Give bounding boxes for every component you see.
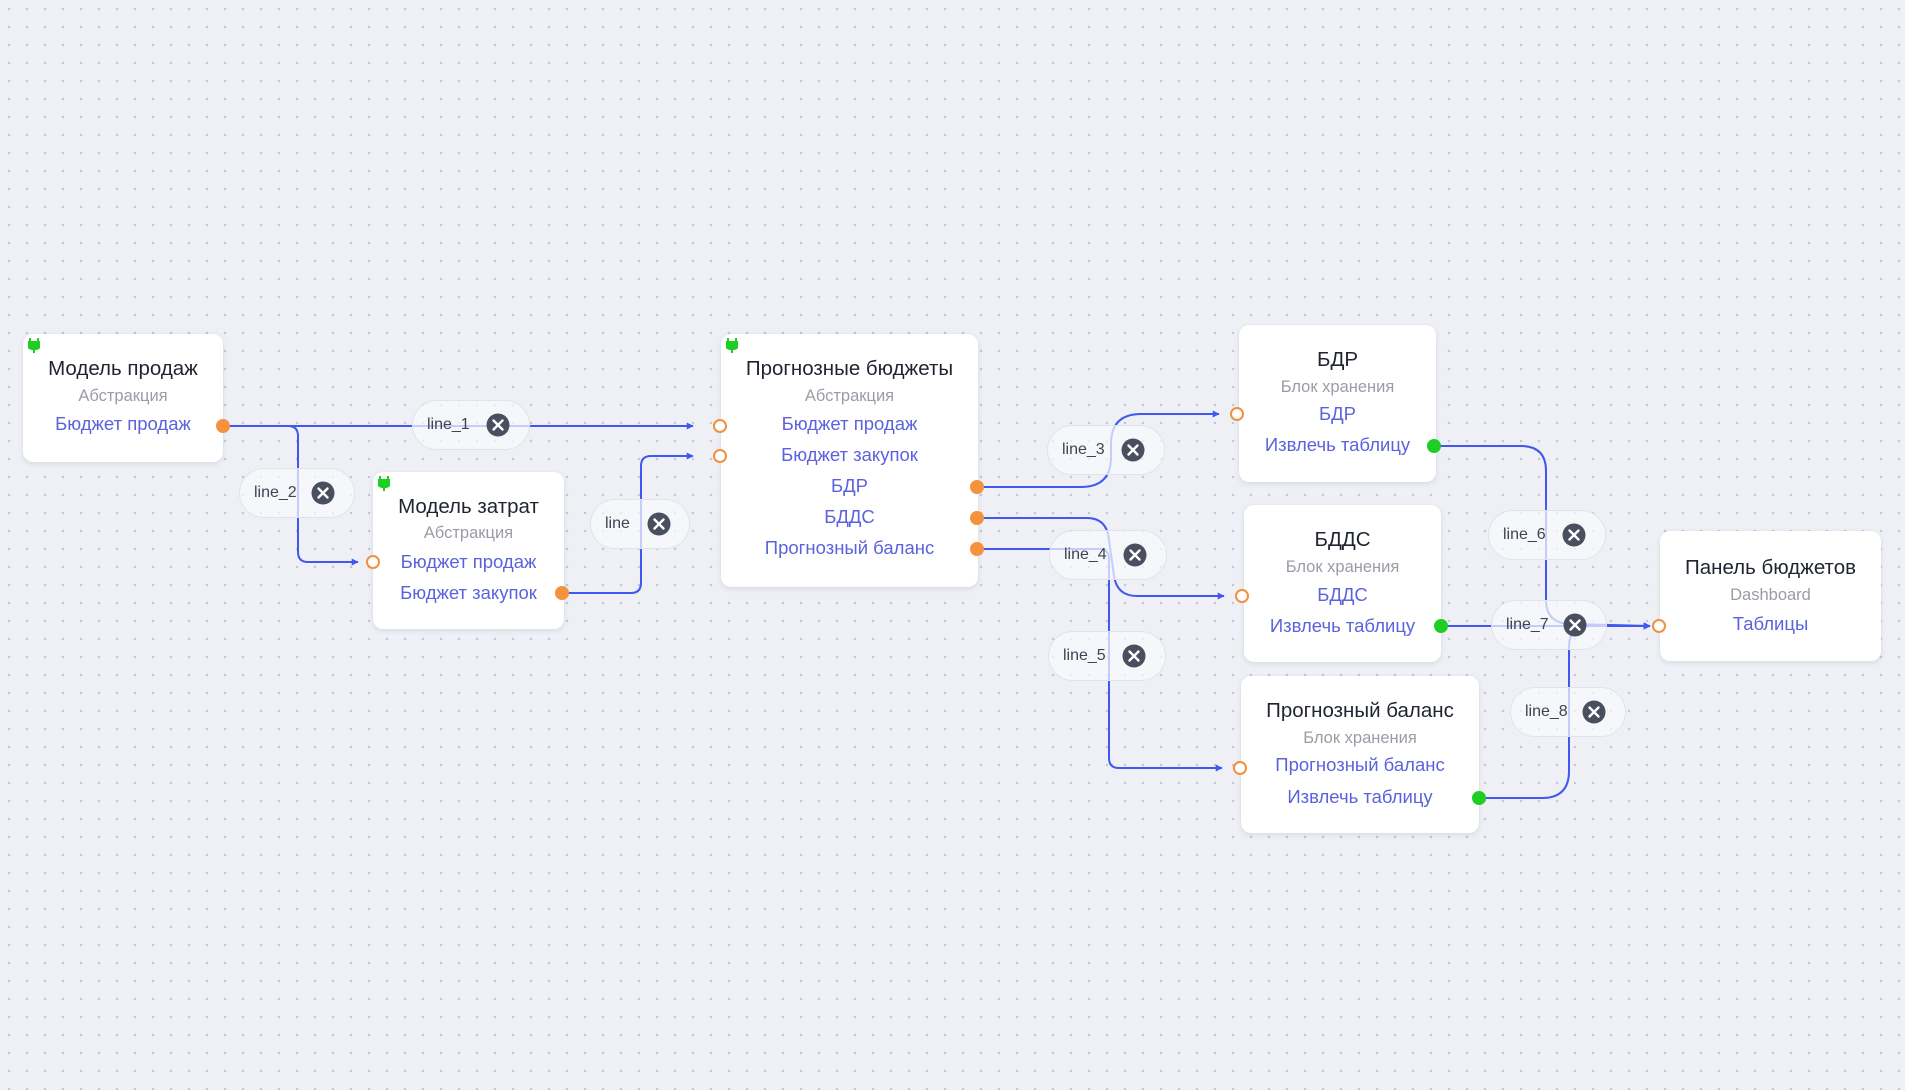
port-label-purchase-budget[interactable]: Бюджет закупок	[781, 444, 918, 465]
close-circle-icon[interactable]	[486, 413, 510, 437]
node-title: Прогнозный баланс	[1266, 699, 1454, 722]
edge-label-text: line_5	[1063, 647, 1106, 664]
input-port-sales-budget[interactable]	[713, 419, 727, 433]
output-port-extract-table[interactable]	[1434, 619, 1448, 633]
edge-label-line_2[interactable]: line_2	[239, 468, 355, 518]
input-port-tables[interactable]	[1652, 619, 1666, 633]
output-port-bdr[interactable]	[970, 480, 984, 494]
port-label-sales-budget[interactable]: Бюджет продаж	[55, 413, 191, 434]
port-label-bdds[interactable]: БДДС	[1317, 584, 1368, 605]
edge-label-text: line_6	[1503, 526, 1546, 543]
port-label-extract-table[interactable]: Извлечь таблицу	[1264, 434, 1411, 455]
close-circle-icon[interactable]	[1122, 644, 1146, 668]
edge-label-line_3[interactable]: line_3	[1047, 425, 1165, 475]
node-bdr[interactable]: БДР Блок хранения БДР Извлечь таблицу	[1239, 325, 1436, 482]
close-circle-icon[interactable]	[1582, 700, 1606, 724]
port-label-extract-table[interactable]: Извлечь таблицу	[1287, 786, 1433, 807]
input-port-forecast-balance[interactable]	[1233, 761, 1247, 775]
port-label-purchase-budget[interactable]: Бюджет закупок	[400, 582, 537, 603]
node-forecast-budgets[interactable]: Прогнозные бюджеты Абстракция Бюджет про…	[721, 334, 978, 587]
edge-label-text: line_7	[1506, 616, 1549, 633]
edge-label-text: line_3	[1062, 441, 1105, 458]
node-subtitle: Блок хранения	[1280, 378, 1395, 396]
close-circle-icon[interactable]	[1123, 543, 1147, 567]
output-port-purchase-budget[interactable]	[555, 586, 569, 600]
node-title: Панель бюджетов	[1684, 556, 1857, 579]
output-port-extract-table[interactable]	[1472, 791, 1486, 805]
port-label-forecast-balance[interactable]: Прогнозный баланс	[1275, 754, 1445, 775]
node-title: Прогнозные бюджеты	[745, 357, 954, 380]
node-subtitle: Абстракция	[423, 524, 514, 542]
node-subtitle: Dashboard	[1730, 586, 1811, 604]
plug-icon	[28, 338, 40, 353]
input-port-sales-budget[interactable]	[366, 555, 380, 569]
edge-label-line_1[interactable]: line_1	[412, 400, 530, 450]
edge-label-text: line_4	[1064, 546, 1107, 563]
node-subtitle: Абстракция	[78, 387, 168, 405]
node-title: Модель затрат	[398, 495, 539, 518]
port-label-extract-table[interactable]: Извлечь таблицу	[1269, 615, 1416, 636]
input-port-bdds[interactable]	[1235, 589, 1249, 603]
node-title: Модель продаж	[48, 357, 198, 380]
output-port-bdds[interactable]	[970, 511, 984, 525]
node-subtitle: Блок хранения	[1285, 558, 1400, 576]
node-sales-model[interactable]: Модель продаж Абстракция Бюджет продаж	[23, 334, 223, 462]
plug-icon	[378, 476, 390, 491]
close-circle-icon[interactable]	[1562, 523, 1586, 547]
output-port-sales-budget[interactable]	[216, 419, 230, 433]
close-circle-icon[interactable]	[311, 481, 335, 505]
port-label-tables[interactable]: Таблицы	[1732, 613, 1809, 634]
close-circle-icon[interactable]	[1121, 438, 1145, 462]
node-title: БДР	[1316, 348, 1358, 371]
edge-label-line_8[interactable]: line_8	[1510, 687, 1626, 737]
input-port-bdr[interactable]	[1230, 407, 1244, 421]
output-port-extract-table[interactable]	[1427, 439, 1441, 453]
edge-label-text: line_1	[427, 416, 470, 433]
edge-label-text: line	[605, 515, 630, 532]
node-budget-panel[interactable]: Панель бюджетов Dashboard Таблицы	[1660, 531, 1881, 661]
port-label-sales-budget[interactable]: Бюджет продаж	[781, 413, 918, 434]
edge-label-line[interactable]: line	[590, 499, 690, 549]
edge-label-line_4[interactable]: line_4	[1049, 530, 1167, 580]
edge-label-text: line_8	[1525, 703, 1568, 720]
node-forecast-balance[interactable]: Прогнозный баланс Блок хранения Прогнозн…	[1241, 676, 1479, 833]
edge-label-text: line_2	[254, 484, 297, 501]
plug-icon	[726, 338, 738, 353]
output-port-forecast-balance[interactable]	[970, 542, 984, 556]
close-circle-icon[interactable]	[647, 512, 671, 536]
node-cost-model[interactable]: Модель затрат Абстракция Бюджет продаж Б…	[373, 472, 564, 629]
port-label-bdr[interactable]: БДР	[1318, 403, 1356, 424]
input-port-purchase-budget[interactable]	[713, 449, 727, 463]
node-title: БДДС	[1314, 528, 1371, 551]
node-subtitle: Абстракция	[804, 387, 895, 405]
port-label-bdds[interactable]: БДДС	[824, 506, 875, 527]
node-bdds[interactable]: БДДС Блок хранения БДДС Извлечь таблицу	[1244, 505, 1441, 662]
port-label-bdr[interactable]: БДР	[830, 475, 868, 496]
node-subtitle: Блок хранения	[1303, 729, 1417, 747]
port-label-forecast-balance[interactable]: Прогнозный баланс	[764, 537, 935, 558]
edge-label-line_6[interactable]: line_6	[1488, 510, 1606, 560]
port-label-sales-budget[interactable]: Бюджет продаж	[400, 551, 537, 572]
edge-label-line_7[interactable]: line_7	[1491, 600, 1607, 650]
close-circle-icon[interactable]	[1563, 613, 1587, 637]
edge-label-line_5[interactable]: line_5	[1048, 631, 1166, 681]
